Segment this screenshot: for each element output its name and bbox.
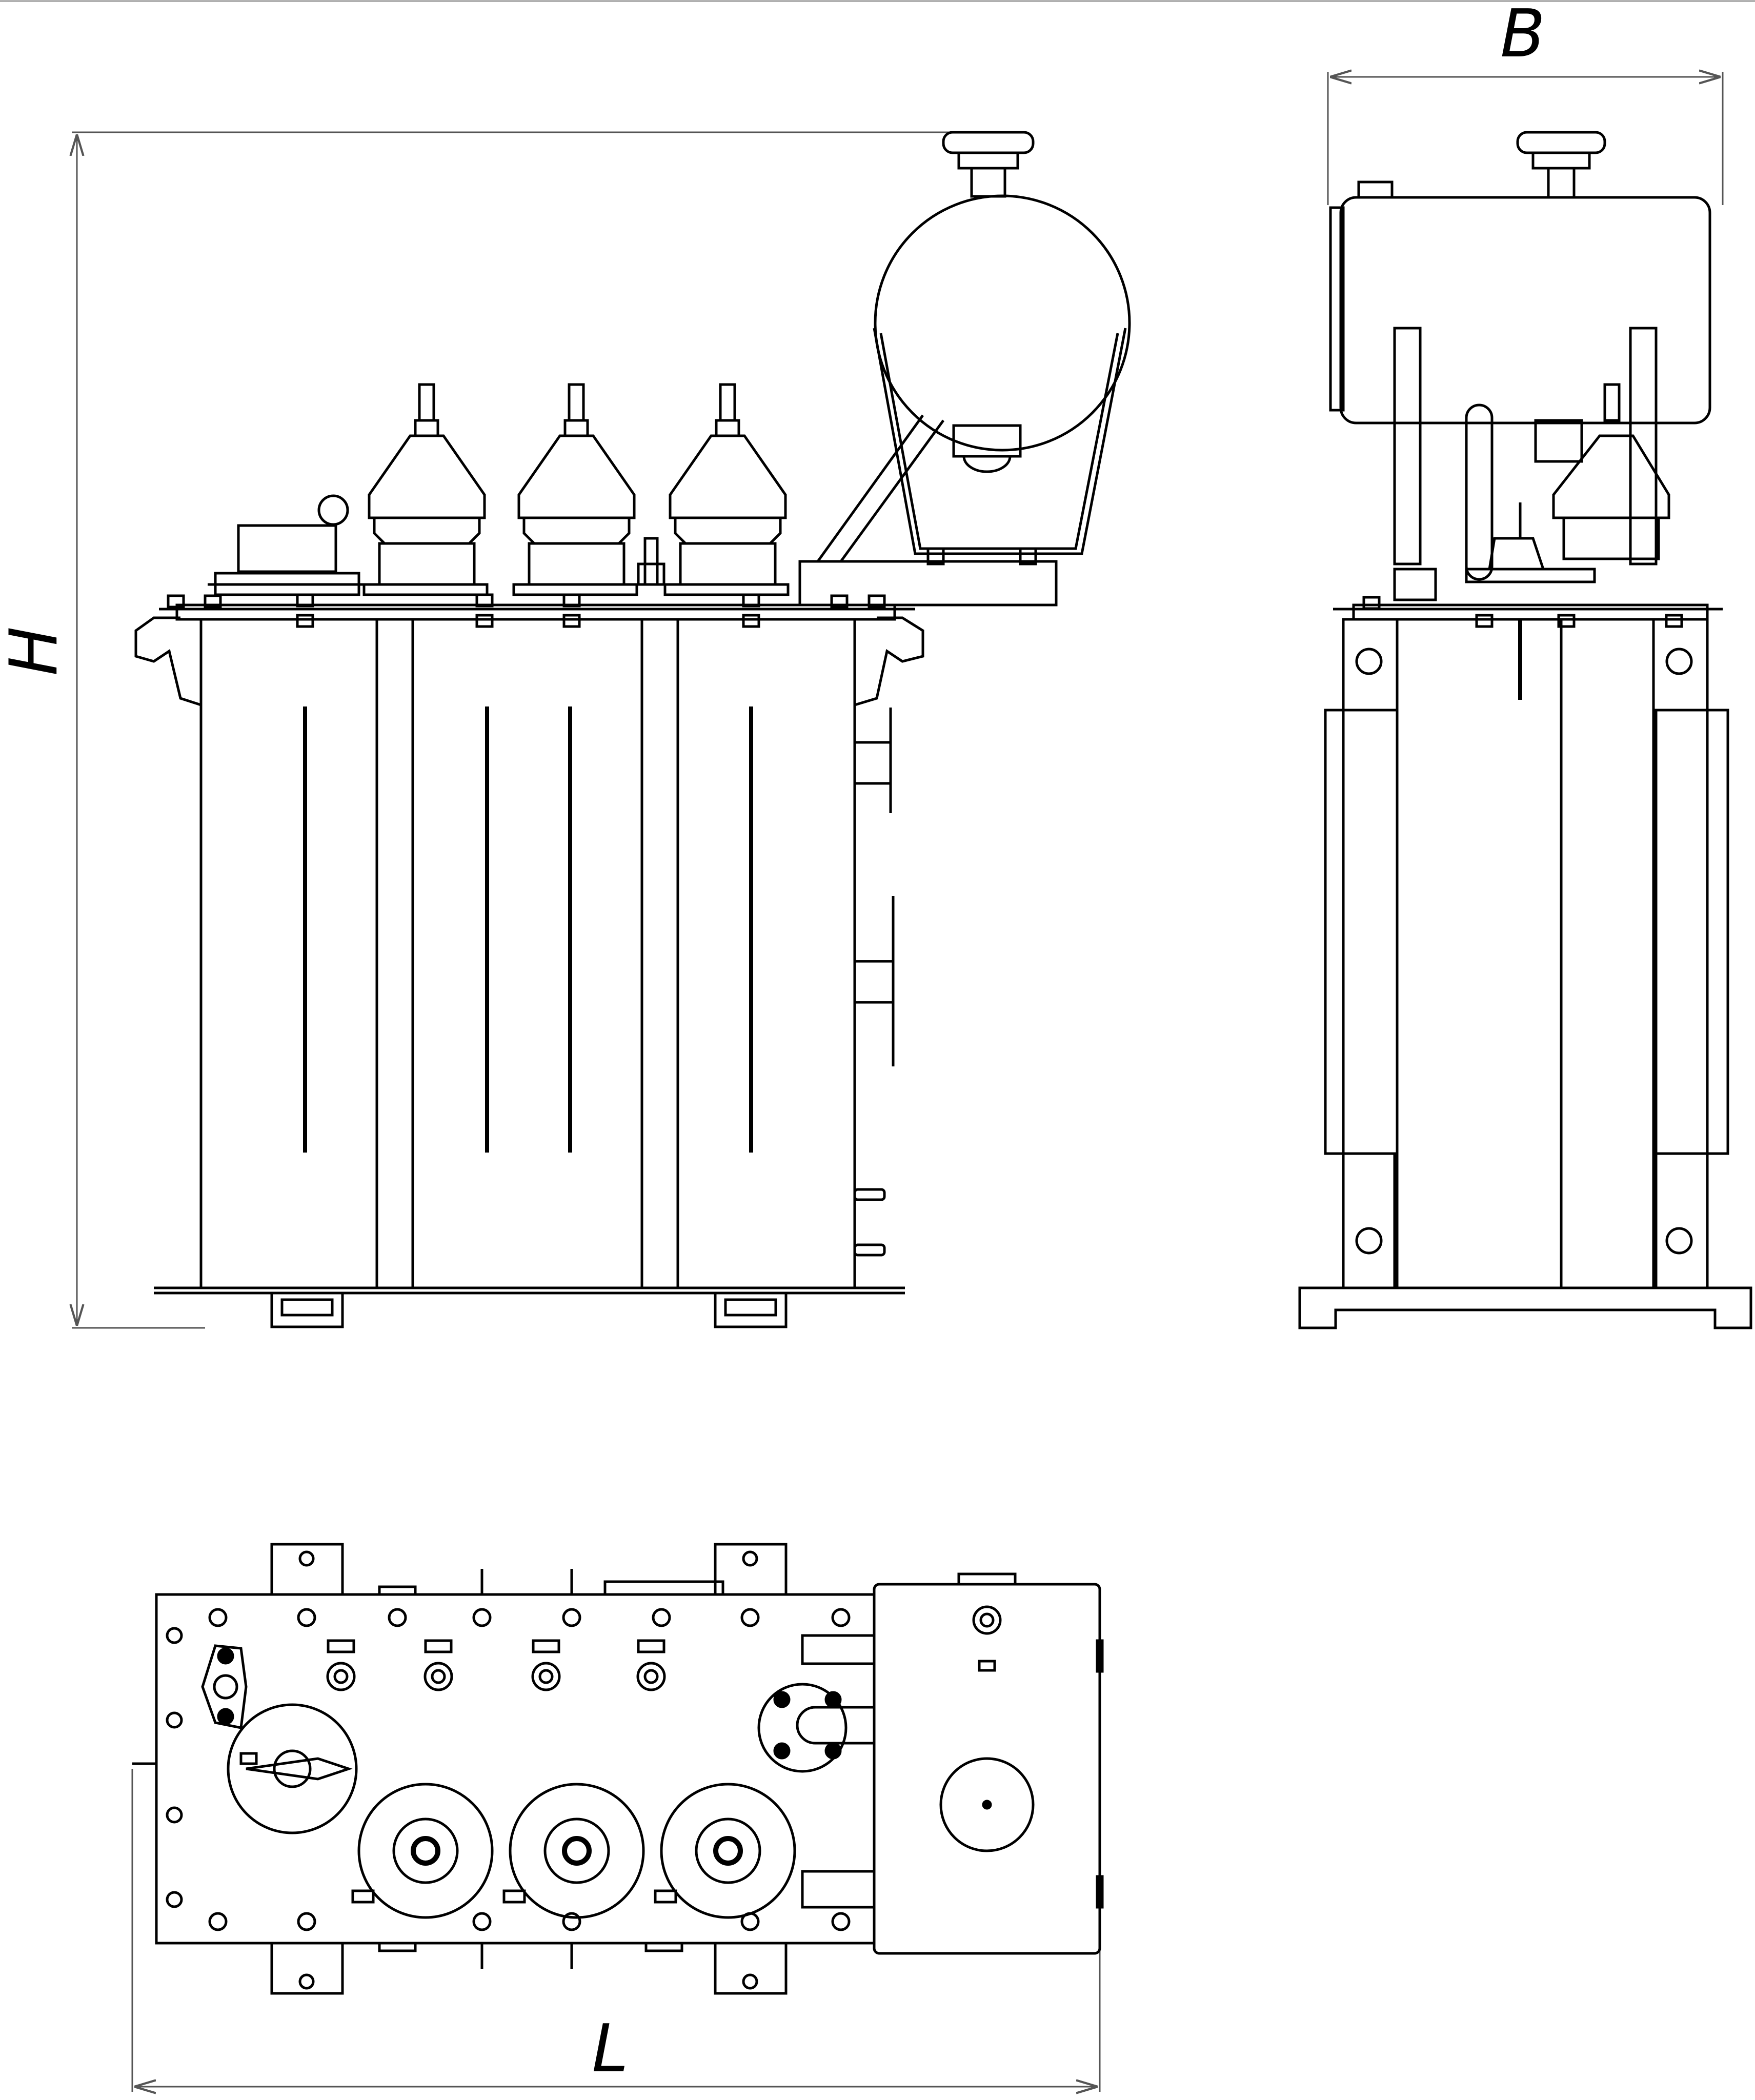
conservator-side	[1339, 196, 1711, 425]
dimension-b	[1327, 72, 1724, 205]
tap-switch-housing	[237, 524, 337, 573]
top-view: L	[131, 1543, 1104, 2092]
dimension-h	[72, 131, 974, 1329]
dimension-h-label: H	[0, 627, 72, 676]
dimension-b-label: B	[1500, 0, 1545, 72]
cover-bolts	[167, 593, 886, 628]
tank-body	[199, 618, 856, 1289]
conservator-plan	[873, 1583, 1101, 1955]
hv-bushings-plan	[351, 1783, 796, 1919]
hv-bushing-1	[362, 383, 489, 596]
side-view: B	[1298, 0, 1752, 1329]
lv-bushings	[326, 1639, 666, 1691]
front-view: H	[0, 131, 1131, 1329]
tank-cover	[175, 603, 896, 621]
perimeter-bolts	[166, 1608, 851, 1931]
hv-bushing-2	[512, 383, 638, 596]
tap-changer-plan	[201, 1644, 358, 1834]
hv-bushing-3	[663, 383, 790, 596]
dimension-l-label: L	[592, 2011, 628, 2087]
conservator-front	[798, 131, 1131, 607]
